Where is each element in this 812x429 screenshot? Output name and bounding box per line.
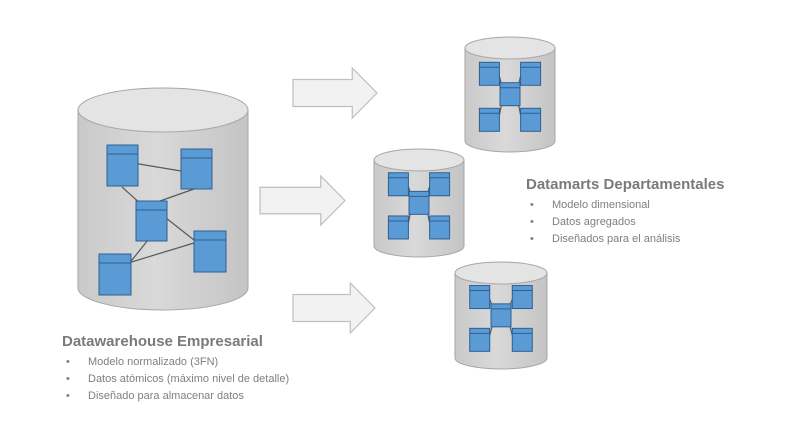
warehouse-bullet: • Datos atómicos (máximo nivel de detalle… [62, 371, 289, 388]
table-body [387, 172, 409, 197]
warehouse-bullet-list: • Modelo normalizado (3FN) • Datos atómico… [62, 354, 289, 405]
datamart-dimension-table [478, 107, 500, 132]
warehouse-title: Datawarehouse Empresarial [62, 333, 263, 350]
datamart-fact-table [408, 190, 430, 215]
datamart-dimension-table [520, 61, 542, 86]
datamarts-bullet-text: Diseñados para el análisis [552, 233, 681, 245]
datamart-fact-table [490, 303, 512, 328]
arrow-icon [259, 174, 346, 227]
table-body [511, 285, 533, 310]
table-body [193, 230, 227, 273]
datamart-dimension-table [387, 172, 409, 197]
table-body [520, 61, 542, 86]
cylinder-top [77, 87, 249, 133]
table-body [387, 215, 409, 240]
table-body [408, 190, 430, 215]
warehouse-table [98, 253, 132, 296]
table-body [106, 144, 139, 187]
bullet-icon: • [66, 390, 70, 402]
datamarts-bullet: • Datos agregados [526, 214, 724, 231]
datamart-cylinder-top [464, 36, 556, 153]
arrow-icon [292, 281, 376, 335]
cylinder-top [454, 261, 548, 285]
datamart-dimension-table [520, 107, 542, 132]
datamarts-bullet-list: • Modelo dimensional • Datos agregados • Di… [526, 197, 724, 248]
datamarts-bullet: • Modelo dimensional [526, 197, 724, 214]
bullet-icon: • [530, 233, 534, 245]
table-body [429, 215, 451, 240]
warehouse-table [180, 148, 213, 190]
datamart-dimension-table [429, 215, 451, 240]
datamart-cylinder-middle [373, 148, 465, 258]
warehouse-table [135, 200, 168, 242]
datamarts-bullet-text: Modelo dimensional [552, 199, 650, 211]
relationship-line [159, 188, 195, 202]
table-body [469, 327, 491, 352]
datamart-dimension-table [387, 215, 409, 240]
warehouse-bullet: • Modelo normalizado (3FN) [62, 354, 289, 371]
warehouse-table [106, 144, 139, 187]
datamarts-bullet: • Diseñados para el análisis [526, 231, 724, 248]
warehouse-caption: Datawarehouse Empresarial • Modelo normal… [62, 333, 289, 405]
table-body [490, 303, 512, 328]
datamart-dimension-table [469, 285, 491, 310]
datamart-fact-table [499, 82, 521, 107]
warehouse-bullet-text: Diseñado para almacenar datos [88, 390, 244, 402]
table-body [499, 82, 521, 107]
warehouse-cylinder [77, 87, 249, 311]
warehouse-bullet-text: Modelo normalizado (3FN) [88, 356, 219, 368]
relationship-line [132, 162, 182, 172]
table-body [478, 61, 500, 86]
table-body [520, 107, 542, 132]
datamarts-caption: Datamarts Departamentales • Modelo dimens… [526, 176, 724, 248]
datamart-dimension-table [429, 172, 451, 197]
datamarts-bullet-text: Datos agregados [552, 216, 636, 228]
table-body [469, 285, 491, 310]
datamart-dimension-table [469, 327, 491, 352]
datamart-cylinder-bottom [454, 261, 548, 370]
warehouse-table [193, 230, 227, 273]
table-body [511, 327, 533, 352]
bullet-icon: • [530, 199, 534, 211]
bullet-icon: • [530, 216, 534, 228]
table-body [478, 107, 500, 132]
bullet-icon: • [66, 356, 70, 368]
warehouse-bullet-text: Datos atómicos (máximo nivel de detalle) [88, 373, 290, 385]
datamart-dimension-table [511, 327, 533, 352]
bullet-icon: • [66, 373, 70, 385]
datamarts-title: Datamarts Departamentales [526, 176, 725, 193]
table-body [180, 148, 213, 190]
table-body [135, 200, 168, 242]
table-body [98, 253, 132, 296]
table-body [429, 172, 451, 197]
cylinder-top [464, 36, 556, 60]
datamart-dimension-table [511, 285, 533, 310]
relationship-line [165, 217, 195, 241]
datamart-dimension-table [478, 61, 500, 86]
cylinder-top [373, 148, 465, 172]
warehouse-bullet: • Diseñado para almacenar datos [62, 388, 289, 405]
arrow-icon [292, 66, 378, 120]
